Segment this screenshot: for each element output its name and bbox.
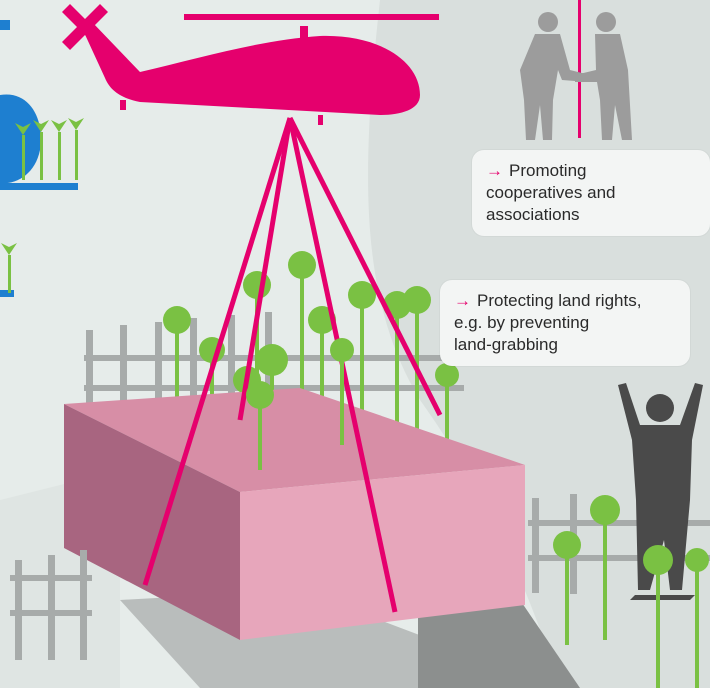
plants-front [246,338,354,470]
dark-shadow [418,600,580,688]
callout-cooperatives: → Promoting cooperatives and association… [472,150,710,236]
callout-line: e.g. by preventing [454,313,590,332]
callout-line: Protecting land rights, [477,291,642,310]
plants-right [553,495,709,688]
callout-land-rights: → Protecting land rights, e.g. by preven… [440,280,690,366]
arrow-right-icon: → [486,161,503,180]
helicopter-icon [62,4,420,125]
rotor-blade [184,14,439,20]
callout-line: land-grabbing [454,335,558,354]
handshake-people-icon [520,12,632,140]
callout-land-rights-text: Protecting land rights, e.g. by preventi… [454,290,676,356]
callout-cooperatives-text: Promoting cooperatives and associations [486,160,696,226]
person-arms-raised-icon [618,383,703,600]
callout-line: Promoting [509,161,587,180]
callout-line: associations [486,205,580,224]
divider-line [578,0,581,138]
blue-farm-icon [0,20,84,297]
fence-left [10,550,92,660]
callout-line: cooperatives and [486,183,616,202]
arrow-right-icon: → [454,291,471,310]
